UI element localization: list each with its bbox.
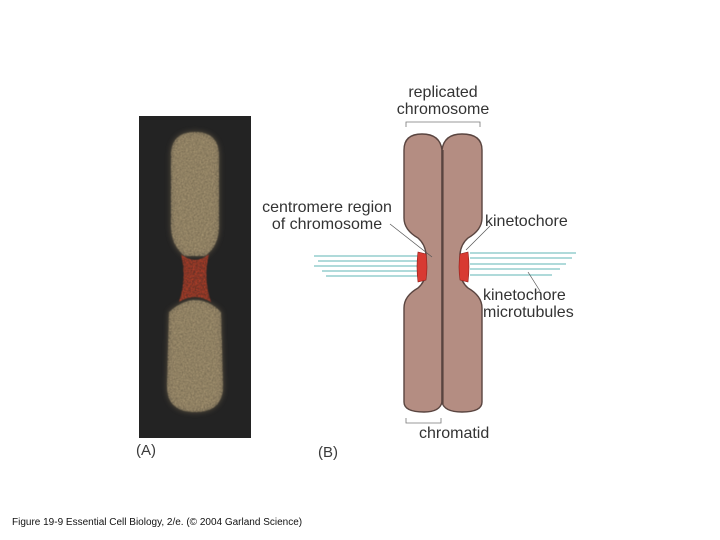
left-chromatid	[403, 133, 443, 413]
microtubules-label-line1: kinetochore	[483, 287, 566, 304]
centromere-leader-line	[389, 223, 433, 258]
kinetochore-leader-line	[465, 225, 491, 251]
micrograph-centromere	[179, 254, 211, 302]
replicated-chromosome-bracket	[405, 121, 481, 127]
chromatid-bracket	[405, 418, 442, 424]
chromatid-label: chromatid	[419, 425, 490, 442]
figure-caption: Figure 19-9 Essential Cell Biology, 2/e.…	[12, 517, 303, 528]
kinetochore-right	[458, 251, 470, 283]
micrograph-image	[167, 132, 223, 412]
centromere-label-line1: centromere region	[262, 199, 392, 216]
micrograph-panel	[139, 116, 251, 438]
replicated-label-line2: chromosome	[396, 100, 490, 118]
kinetochore-label: kinetochore	[485, 213, 568, 230]
kinetochore-microtubules-label: kinetochore microtubules	[483, 287, 574, 322]
kinetochore-left	[416, 251, 428, 283]
centromere-region-label: centromere region of chromosome	[253, 199, 401, 234]
microtubules-right	[470, 252, 576, 276]
panel-a-label: (A)	[136, 442, 156, 459]
microtubules-left	[314, 255, 418, 277]
replicated-chromosome-label: replicated chromosome	[391, 84, 495, 119]
micrograph-upper-arm	[171, 132, 219, 256]
microtubules-leader-line	[527, 271, 541, 292]
centromere-label-line2: of chromosome	[271, 215, 383, 233]
panel-b-label: (B)	[318, 444, 338, 461]
microtubules-label-line2: microtubules	[483, 303, 574, 321]
micrograph-lower-arm	[167, 300, 223, 412]
replicated-label-line1: replicated	[408, 84, 478, 101]
